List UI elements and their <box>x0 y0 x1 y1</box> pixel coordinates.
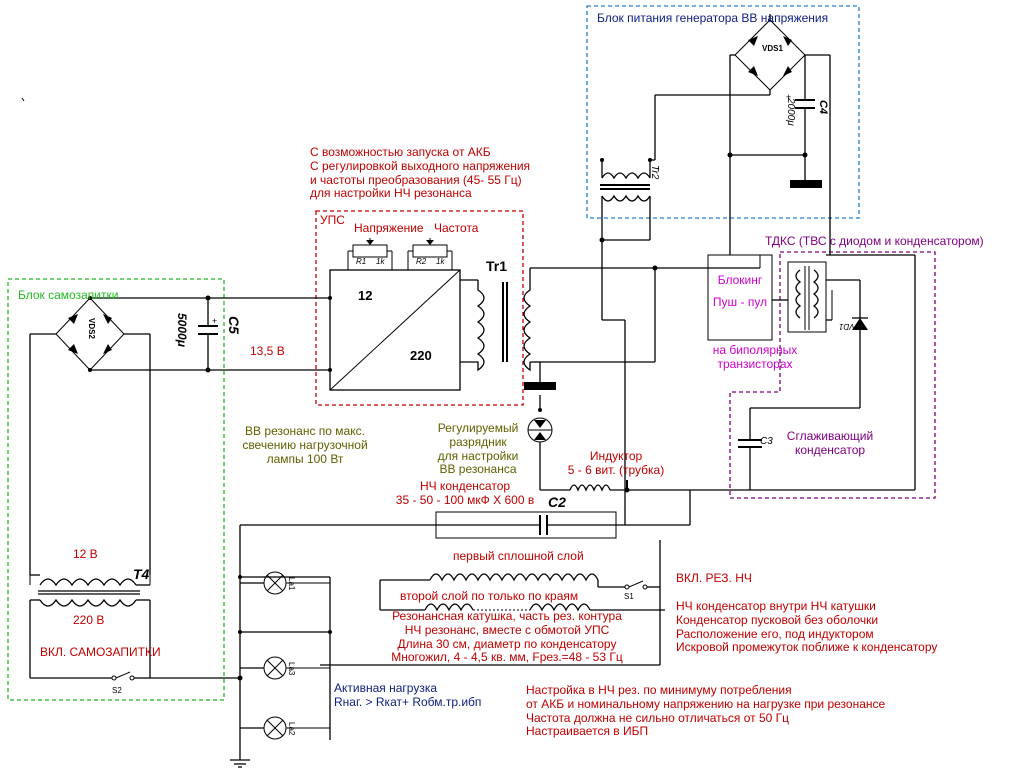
inductor-note-1: Индуктор <box>589 449 643 463</box>
res-coil-note-2: НЧ резонанс, вместе с обмотой УПС <box>404 622 610 637</box>
lf-cap-note-1: НЧ конденсатор <box>419 479 511 493</box>
gap-note-2: разрядник <box>449 434 507 449</box>
blocking-label: Блокинг <box>717 273 763 287</box>
load-label-1: Активная нагрузка <box>334 681 438 695</box>
tuning-note-1: Настройка в НЧ рез. по минимуму потребле… <box>526 683 792 697</box>
bipolar-label-1: на биполярных <box>712 343 798 357</box>
c2-label: C2 <box>548 494 566 510</box>
smoothing-label-2: конденсатор <box>794 442 866 457</box>
second-layer-label: второй слой по только по краям <box>400 589 579 603</box>
load-label-2: Rнаг. > Rкат+ Rобм.тр.ибп <box>334 694 482 709</box>
self-power-switch-label: ВКЛ. САМОЗАПИТКИ <box>40 645 161 659</box>
c5-label: C5 <box>226 316 242 334</box>
upc-note-2: С регулировкой выходного напряжения <box>310 158 531 173</box>
c4-plus: + <box>786 92 792 102</box>
c4-label: C4 <box>817 100 829 115</box>
bipolar-label-2: транзисторах <box>717 356 793 371</box>
vd1-label: VD1 <box>839 322 855 332</box>
r1-label: R1 <box>356 257 367 266</box>
blocking-box <box>707 254 773 341</box>
c5-plus: + <box>212 316 218 326</box>
hv-psu-block-outline <box>586 5 860 219</box>
voltage-220v: 220 В <box>73 613 105 627</box>
la1-label: La1 <box>287 577 296 591</box>
upc-note-4: для настройки НЧ резонанса <box>310 186 472 201</box>
s1-label: S1 <box>624 592 634 601</box>
tuning-note-4: Настраивается в ИБП <box>526 724 649 739</box>
vds2-label: VDS2 <box>87 318 96 339</box>
s2-label: S2 <box>112 686 122 695</box>
tdks-block-outline <box>729 251 936 499</box>
t4-label: T4 <box>133 566 150 582</box>
push-pull-label: Пуш - пул <box>712 295 768 309</box>
vds1-label: VDS1 <box>762 44 783 53</box>
tr1-label: Tr1 <box>486 258 508 274</box>
res-coil-note-4: Многожил, 4 - 4,5 кв. мм, Fрез.=48 - 53 … <box>391 650 623 665</box>
upc-in-label: 12 <box>358 288 373 303</box>
voltage-12v: 12 В <box>73 547 98 561</box>
tuning-note-2: от АКБ и номинальному напряжению на нагр… <box>526 696 886 711</box>
lf-cap-placement-4: Искровой промежуток поближе к конденсато… <box>676 640 938 655</box>
upc-box <box>329 269 461 391</box>
hv-res-note-3: лампы 100 Вт <box>266 451 344 466</box>
freq-label: Частота <box>434 221 479 235</box>
first-layer-label: первый сплошной слой <box>453 549 584 563</box>
lf-cap-placement-2: Конденсатор пусковой без оболочки <box>676 612 879 627</box>
upc-note-3: и частоты преобразования (45- 55 Гц) <box>310 172 522 187</box>
tdks-title: ТДКС (ТВС с диодом и конденсатором) <box>765 234 984 248</box>
smoothing-label-1: Сглаживающий <box>786 429 874 443</box>
lf-cap-placement-1: НЧ конденсатор внутри НЧ катушки <box>676 599 876 613</box>
self-power-title: Блок самозапитки <box>18 288 119 302</box>
r2-value: 1k <box>436 257 445 266</box>
voltage-13v: 13,5 В <box>250 344 285 358</box>
inductor-note-2: 5 - 6 вит. (трубка) <box>567 462 665 477</box>
res-coil-note-1: Резонансная катушка, часть рез. контура <box>392 609 622 623</box>
r2-label: R2 <box>416 257 427 266</box>
hv-psu-title: Блок питания генератора ВВ напряжения <box>597 11 829 25</box>
tr2-label: Tr2 <box>649 165 660 180</box>
c3-label: C3 <box>760 436 773 447</box>
voltage-label: Напряжение <box>354 221 424 235</box>
r1-value: 1k <box>376 257 385 266</box>
la2-label: La2 <box>287 722 296 736</box>
gap-note-1: Регулируемый <box>437 421 519 435</box>
upc-block-outline <box>315 210 524 406</box>
ground-bar-1 <box>524 382 556 390</box>
upc-out-label: 220 <box>410 348 432 363</box>
hv-res-note-2: свечению нагрузочной <box>242 437 368 452</box>
lf-cap-note-2: 35 - 50 - 100 мкФ Х 600 в <box>395 492 535 507</box>
upc-note-1: С возможностью запуска от АКБ <box>310 145 491 159</box>
gap-note-3: для настройки <box>437 448 519 463</box>
tuning-note-3: Частота должна не сильно отличаться от 5… <box>526 710 789 725</box>
la3-label: La3 <box>287 662 296 676</box>
lf-cap-placement-3: Расположение его, под индуктором <box>676 626 874 641</box>
ground-bar-2 <box>790 180 822 188</box>
self-power-block-outline <box>7 278 225 701</box>
gap-note-4: ВВ резонанса <box>439 462 517 477</box>
s1-switch-label: ВКЛ. РЕЗ. НЧ <box>676 571 752 585</box>
res-coil-note-3: Длина 30 см, диаметр по конденсатору <box>397 636 617 651</box>
c5-value: 5000μ <box>175 313 189 347</box>
upc-title: УПС <box>320 213 345 227</box>
hv-res-note-1: ВВ резонанс по макс. <box>245 424 365 438</box>
